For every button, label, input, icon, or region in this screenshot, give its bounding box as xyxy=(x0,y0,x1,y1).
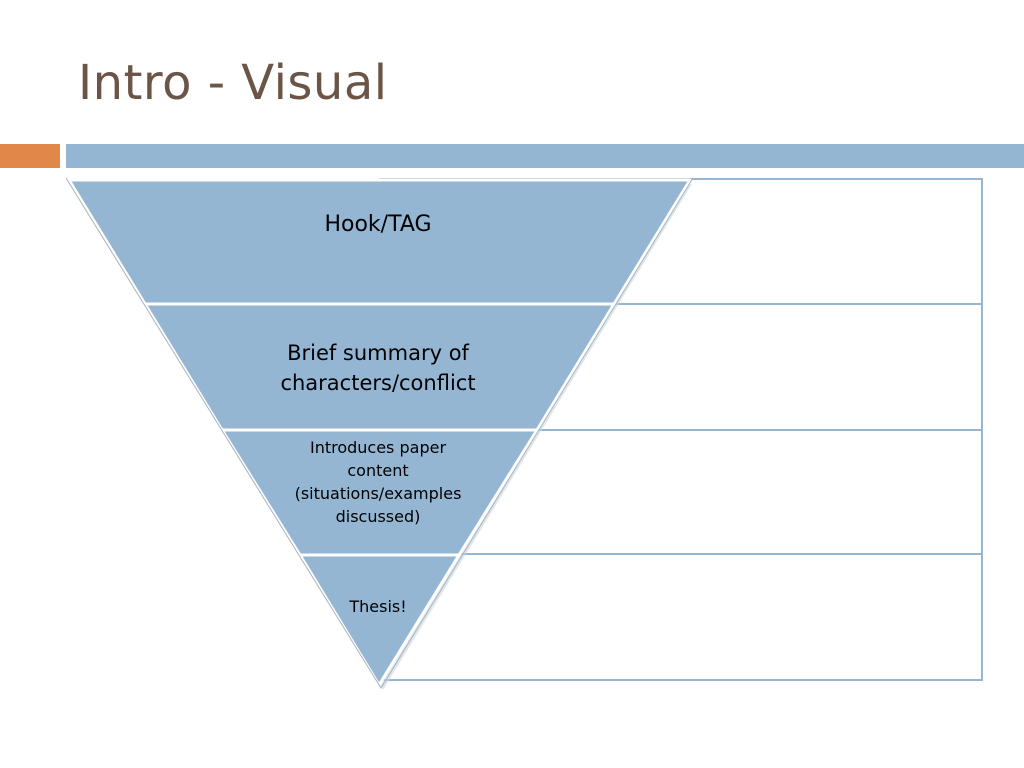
note-box-4 xyxy=(379,553,983,681)
accent-bar-orange xyxy=(0,144,60,168)
funnel-tier-1-label: Hook/TAG xyxy=(324,212,432,237)
funnel-tier-1 xyxy=(67,178,692,306)
funnel-outline xyxy=(65,177,694,689)
accent-bar-blue xyxy=(66,144,1024,168)
funnel-tiers xyxy=(67,178,692,687)
funnel-tier-4-label: Thesis! xyxy=(349,597,407,616)
funnel-tier-2-label: Brief summary of characters/conflict xyxy=(280,341,476,395)
funnel-tier-3-label: Introduces paper content (situations/exa… xyxy=(294,438,462,526)
slide-title: Intro - Visual xyxy=(78,55,388,111)
